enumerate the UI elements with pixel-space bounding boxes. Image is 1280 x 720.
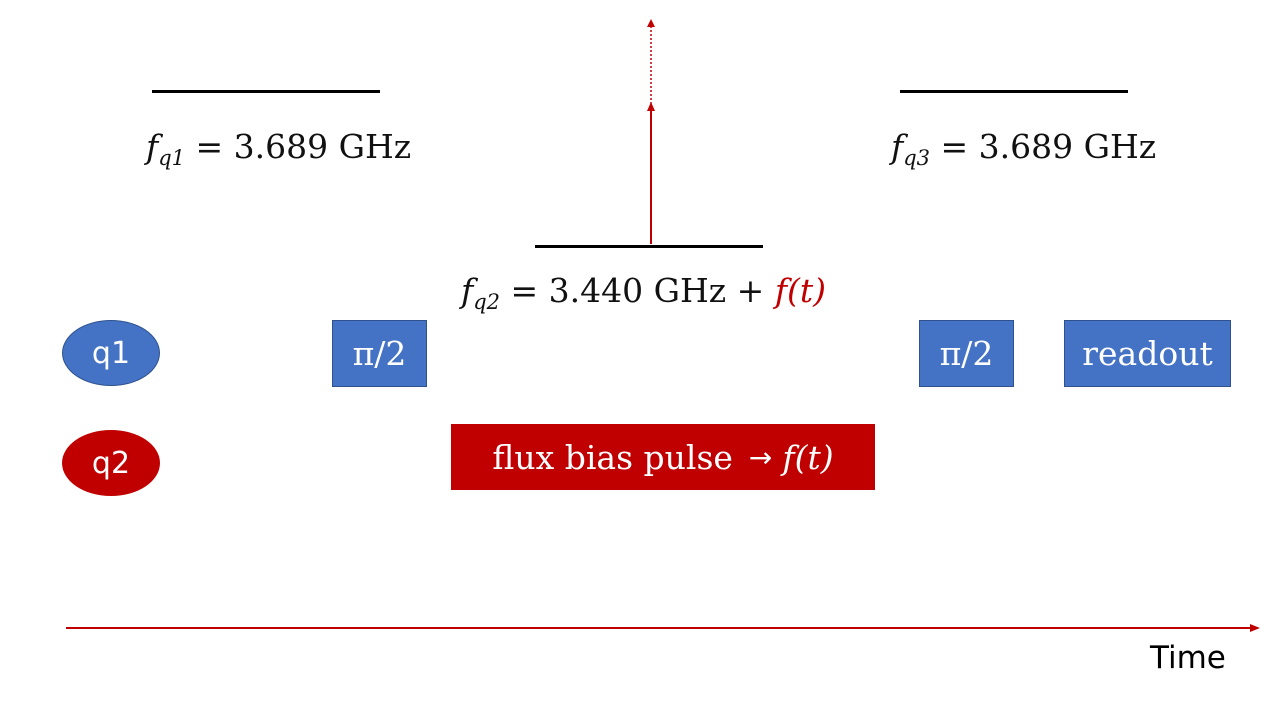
q3-frequency-label: fq3 = 3.689 GHz [891, 130, 1156, 169]
pi-half-pulse-2-label: π/2 [939, 334, 994, 373]
flux-bias-function: f(t) [782, 437, 834, 477]
q2-frequency-modulation: f(t) [774, 271, 827, 310]
q3-level-line [900, 90, 1128, 93]
readout-pulse: readout [1064, 320, 1231, 387]
pi-half-pulse-1: π/2 [332, 320, 427, 387]
q1-frequency-symbol: f [146, 127, 159, 166]
flux-bias-arrow: → [748, 440, 773, 474]
frequency-shift-arrow [647, 19, 655, 244]
q3-frequency-symbol: f [891, 127, 904, 166]
q2-frequency-label: fq2 = 3.440 GHz + f(t) [461, 274, 826, 313]
pi-half-pulse-2: π/2 [919, 320, 1014, 387]
time-axis-arrow [66, 624, 1260, 632]
flux-bias-pulse-text: flux bias pulse [492, 437, 733, 477]
pi-half-pulse-1-label: π/2 [352, 334, 407, 373]
q2-level-line [535, 245, 763, 248]
qubit-q1-oval: q1 [62, 320, 160, 386]
qubit-q2-oval: q2 [62, 430, 160, 496]
q1-frequency-subscript: q1 [158, 146, 186, 170]
q2-frequency-subscript: q2 [473, 290, 501, 314]
qubit-q2-label: q2 [91, 445, 131, 481]
flux-bias-pulse: flux bias pulse → f(t) [451, 424, 875, 490]
q2-frequency-value: = 3.440 GHz + [510, 271, 765, 310]
q1-frequency-label: fq1 = 3.689 GHz [146, 130, 411, 169]
readout-pulse-label: readout [1082, 334, 1213, 373]
time-axis-label: Time [1150, 640, 1226, 676]
q3-frequency-value: = 3.689 GHz [940, 127, 1157, 166]
q1-frequency-value: = 3.689 GHz [195, 127, 412, 166]
q3-frequency-subscript: q3 [903, 146, 931, 170]
q2-frequency-symbol: f [461, 271, 474, 310]
q1-level-line [152, 90, 380, 93]
qubit-q1-label: q1 [91, 335, 131, 371]
